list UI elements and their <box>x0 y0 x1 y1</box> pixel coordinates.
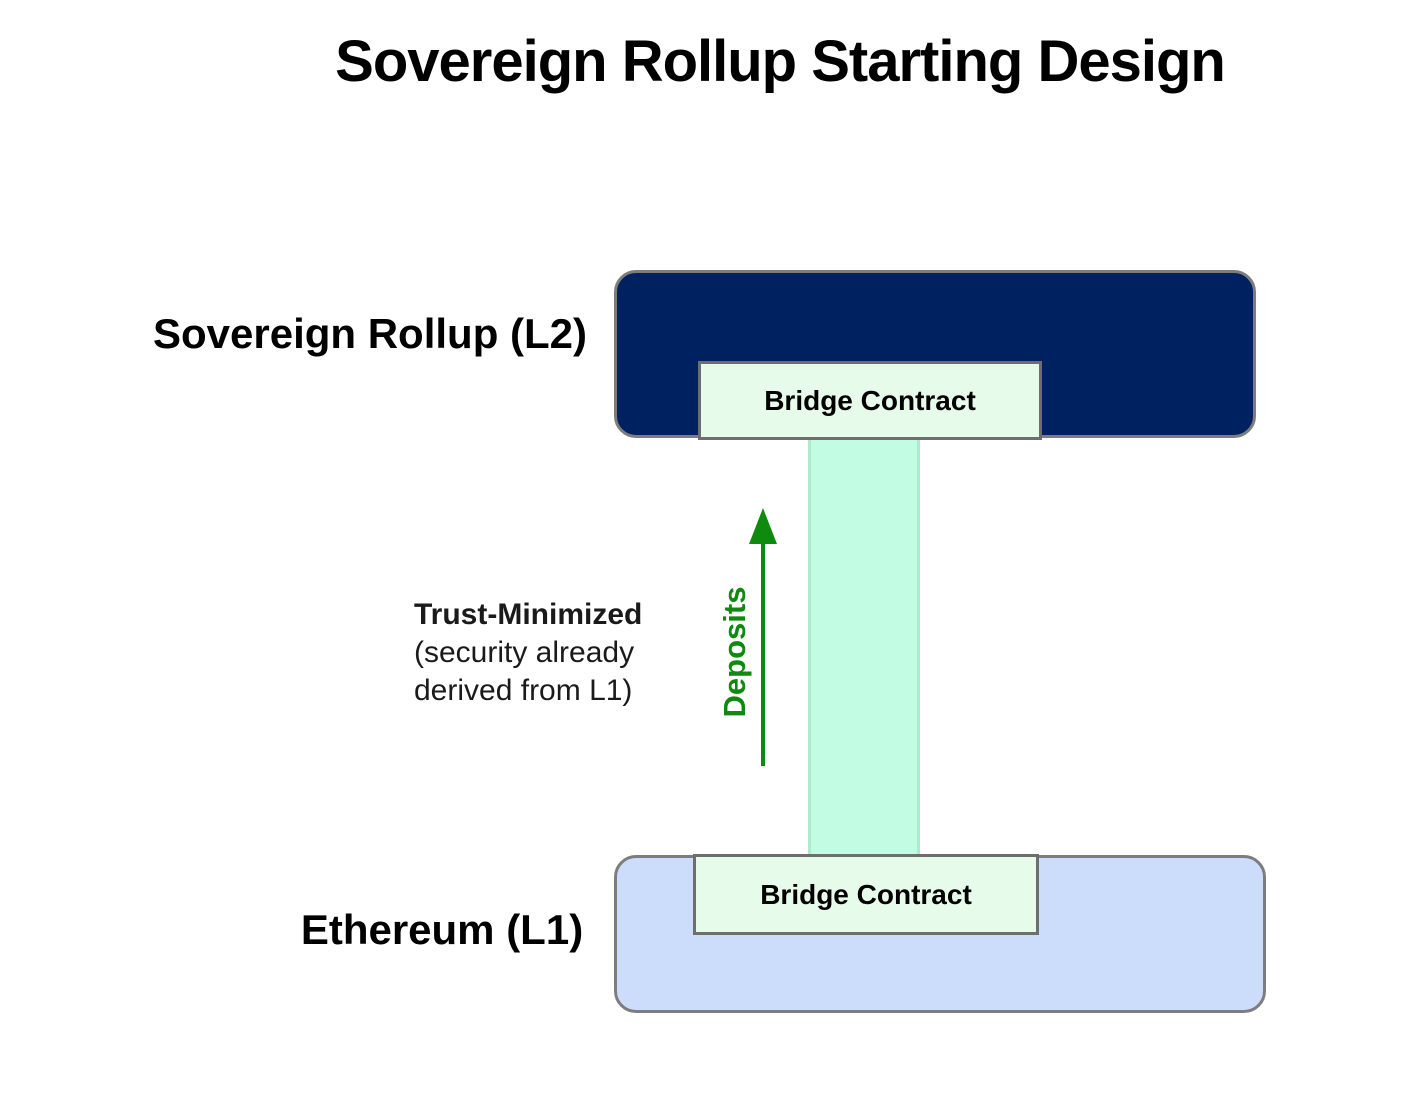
arrow-line <box>761 538 765 766</box>
trust-minimized-line3: derived from L1) <box>414 674 633 707</box>
trust-minimized-heading: Trust-Minimized <box>414 598 643 631</box>
deposits-label: Deposits <box>717 586 752 718</box>
deposits-arrow <box>748 508 778 766</box>
l1-label: Ethereum (L1) <box>300 906 584 953</box>
l2-bridge-contract-label: Bridge Contract <box>764 384 976 416</box>
l2-label: Sovereign Rollup (L2) <box>152 310 588 357</box>
diagram-title: Sovereign Rollup Starting Design <box>335 29 1226 94</box>
l1-bridge-contract-label: Bridge Contract <box>760 878 972 910</box>
trust-minimized-line2: (security already <box>414 636 635 669</box>
l2-bridge-contract-box: Bridge Contract <box>698 361 1042 440</box>
deposit-flow-band <box>808 440 920 858</box>
l1-bridge-contract-box: Bridge Contract <box>693 854 1039 935</box>
trust-minimized-note: Trust-Minimized (security already derive… <box>414 596 674 710</box>
